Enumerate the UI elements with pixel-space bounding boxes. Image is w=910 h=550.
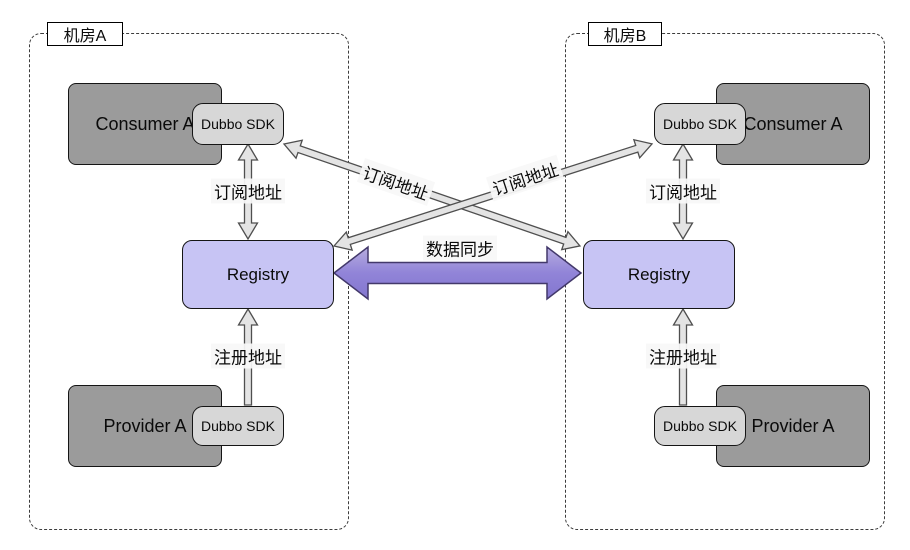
subscribe-label-b: 订阅地址 bbox=[646, 178, 720, 204]
datacenter-b-title: 机房B bbox=[588, 22, 662, 46]
register-label-a: 注册地址 bbox=[211, 343, 285, 369]
subscribe-label-a: 订阅地址 bbox=[211, 178, 285, 204]
registry-node-a: Registry bbox=[182, 240, 334, 309]
register-label-b: 注册地址 bbox=[646, 343, 720, 369]
registry-node-b: Registry bbox=[583, 240, 735, 309]
provider-node-b: Provider A bbox=[716, 385, 870, 467]
consumer-node-b: Consumer A bbox=[716, 83, 870, 165]
registry-sync-arrow bbox=[332, 245, 583, 301]
consumer-node-a: Consumer A bbox=[68, 83, 222, 165]
consumer-sdk-b: Dubbo SDK bbox=[654, 103, 746, 145]
cross-subscribe-arrow-a-sdk-to-b-registry bbox=[282, 139, 582, 251]
provider-sdk-a: Dubbo SDK bbox=[192, 406, 284, 446]
provider-sdk-b: Dubbo SDK bbox=[654, 406, 746, 446]
data-sync-label: 数据同步 bbox=[423, 235, 497, 261]
datacenter-a-title: 机房A bbox=[47, 22, 123, 46]
consumer-sdk-a: Dubbo SDK bbox=[192, 103, 284, 145]
